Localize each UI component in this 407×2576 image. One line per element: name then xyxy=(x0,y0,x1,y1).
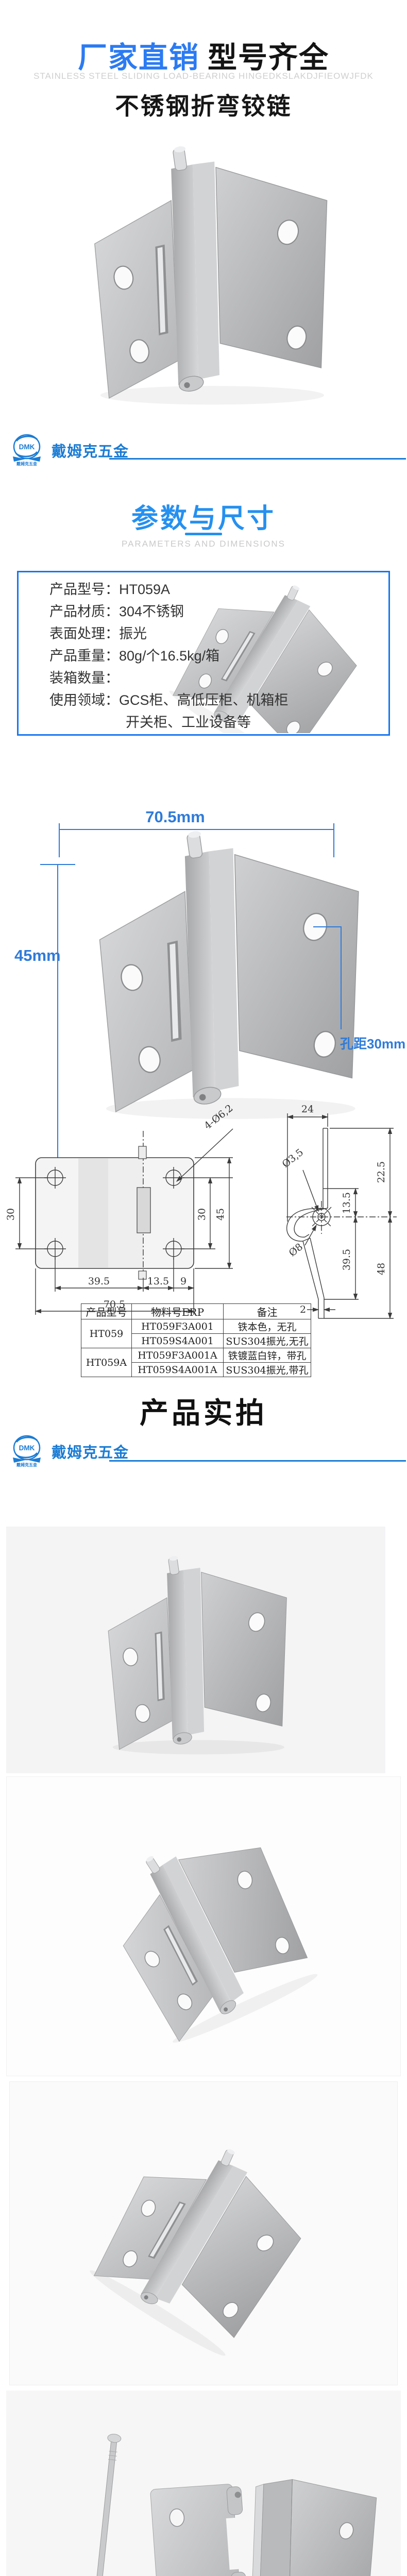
params-title-underline xyxy=(185,533,222,535)
front-dim-30-right: 30 xyxy=(196,1208,208,1221)
erp-cell: HT059S4A001 xyxy=(131,1333,224,1348)
col-header-erp: 物料号ERP xyxy=(131,1303,224,1319)
spec-weight: 产品重量：80g/个16.5kg/箱 xyxy=(49,648,220,664)
side-dim-13-5: 13.5 xyxy=(341,1192,352,1214)
brand-name: 戴姆克五金 xyxy=(52,444,129,460)
dim-width-label: 70.5mm xyxy=(145,808,205,826)
spec-box: 产品型号：HT059A 产品材质：304不锈钢 表面处理：振光 产品重量：80g… xyxy=(17,571,390,736)
col-header-note: 备注 xyxy=(223,1303,311,1319)
spec-list: 产品型号：HT059A 产品材质：304不锈钢 表面处理：振光 产品重量：80g… xyxy=(49,579,289,734)
brand-divider xyxy=(109,458,406,460)
side-dim-48: 48 xyxy=(376,1263,387,1275)
note-cell: 铁本色，无孔 xyxy=(223,1319,311,1334)
side-dim-22-5: 22.5 xyxy=(376,1161,387,1183)
front-hole-callout: 4-Ø6,2 xyxy=(202,1103,235,1132)
front-dim-45: 45 xyxy=(215,1208,226,1221)
technical-drawing: 30 30 45 39.5 13.5 9 70.5 4-Ø6,2 xyxy=(5,1103,397,1319)
brand-logo-caption: 戴姆克五金 xyxy=(16,461,38,466)
table-row: HT059 HT059F3A001 铁本色，无孔 xyxy=(81,1319,311,1348)
note-cell: SUS304振光,带孔 xyxy=(223,1362,311,1377)
spec-model: 产品型号：HT059A xyxy=(49,582,171,597)
brand-divider xyxy=(109,1460,406,1462)
spec-finish: 表面处理：振光 xyxy=(49,626,147,641)
hinge-leaf-part xyxy=(150,2484,247,2576)
brand-name: 戴姆克五金 xyxy=(52,1445,129,1461)
spec-usage: 使用领域：GCS柜、高低压柜、机箱柜 xyxy=(49,692,289,708)
front-dim-39-5: 39.5 xyxy=(88,1276,110,1287)
product-photo-front xyxy=(6,1527,385,1773)
note-cell: 铁镀蓝白锌，带孔 xyxy=(223,1348,311,1363)
table-row: HT059S4A001 SUS304振光,无孔 xyxy=(81,1333,311,1348)
spec-usage-continued: 开关柜、工业设备等 xyxy=(126,715,251,730)
brand-logo-icon: 戴姆克五金 xyxy=(12,1435,42,1467)
col-header-model: 产品型号 xyxy=(81,1303,132,1319)
brand-logo-icon: 戴姆克五金 xyxy=(12,434,42,466)
erp-cell: HT059S4A001A xyxy=(131,1362,224,1377)
hero-product-photo xyxy=(94,145,328,405)
model-cell: HT059A xyxy=(81,1348,132,1377)
front-dim-13-5: 13.5 xyxy=(147,1276,169,1287)
page-title-highlight: 厂家直销 xyxy=(78,41,199,74)
page-subtitle: STAINLESS STEEL SLIDING LOAD-BEARING HIN… xyxy=(33,71,374,81)
model-cell: HT059 xyxy=(81,1319,132,1348)
page-title-rest: 型号齐全 xyxy=(208,41,329,74)
product-name: 不锈钢折弯铰链 xyxy=(115,93,292,120)
product-photo-disassembled xyxy=(6,2391,401,2576)
table-row: HT059A HT059F3A001A 铁镀蓝白锌，带孔 xyxy=(81,1348,311,1377)
spec-packing-qty: 装箱数量： xyxy=(49,670,119,686)
side-knuckle-dia: Ø8 xyxy=(287,1241,305,1259)
dim-height-label: 45mm xyxy=(14,946,61,964)
models-table: 产品型号 物料号ERP 备注 HT059 HT059F3A001 铁本色，无孔 … xyxy=(81,1303,311,1377)
side-pin-dia: Ø3,5 xyxy=(280,1147,306,1171)
front-dim-9: 9 xyxy=(180,1276,186,1287)
table-header-row: 产品型号 物料号ERP 备注 xyxy=(81,1303,311,1319)
side-dim-24: 24 xyxy=(301,1104,314,1115)
side-dim-39-5: 39.5 xyxy=(341,1249,352,1270)
erp-cell: HT059F3A001 xyxy=(131,1319,224,1334)
params-section-subtitle: PARAMETERS AND DIMENSIONS xyxy=(122,539,285,549)
front-dim-30-left: 30 xyxy=(5,1208,16,1221)
dim-hole-pitch-label: 孔距30mm xyxy=(340,1036,405,1052)
product-photo-tilted-right xyxy=(9,2081,398,2385)
brand-logo-caption: 戴姆克五金 xyxy=(16,1462,38,1467)
table-row: HT059S4A001A SUS304振光,带孔 xyxy=(81,1362,311,1377)
params-section-title: 参数与尺寸 xyxy=(131,504,276,534)
hinge-bent-part xyxy=(250,2479,377,2576)
hinge-pin-part xyxy=(90,2434,122,2576)
photos-section-title: 产品实拍 xyxy=(140,1397,267,1429)
note-cell: SUS304振光,无孔 xyxy=(223,1333,311,1348)
product-photo-tilted-left xyxy=(6,1776,401,2076)
spec-material: 产品材质：304不锈钢 xyxy=(49,604,184,619)
erp-cell: HT059F3A001A xyxy=(131,1348,224,1363)
page-title: 厂家直销型号齐全 xyxy=(0,34,407,76)
